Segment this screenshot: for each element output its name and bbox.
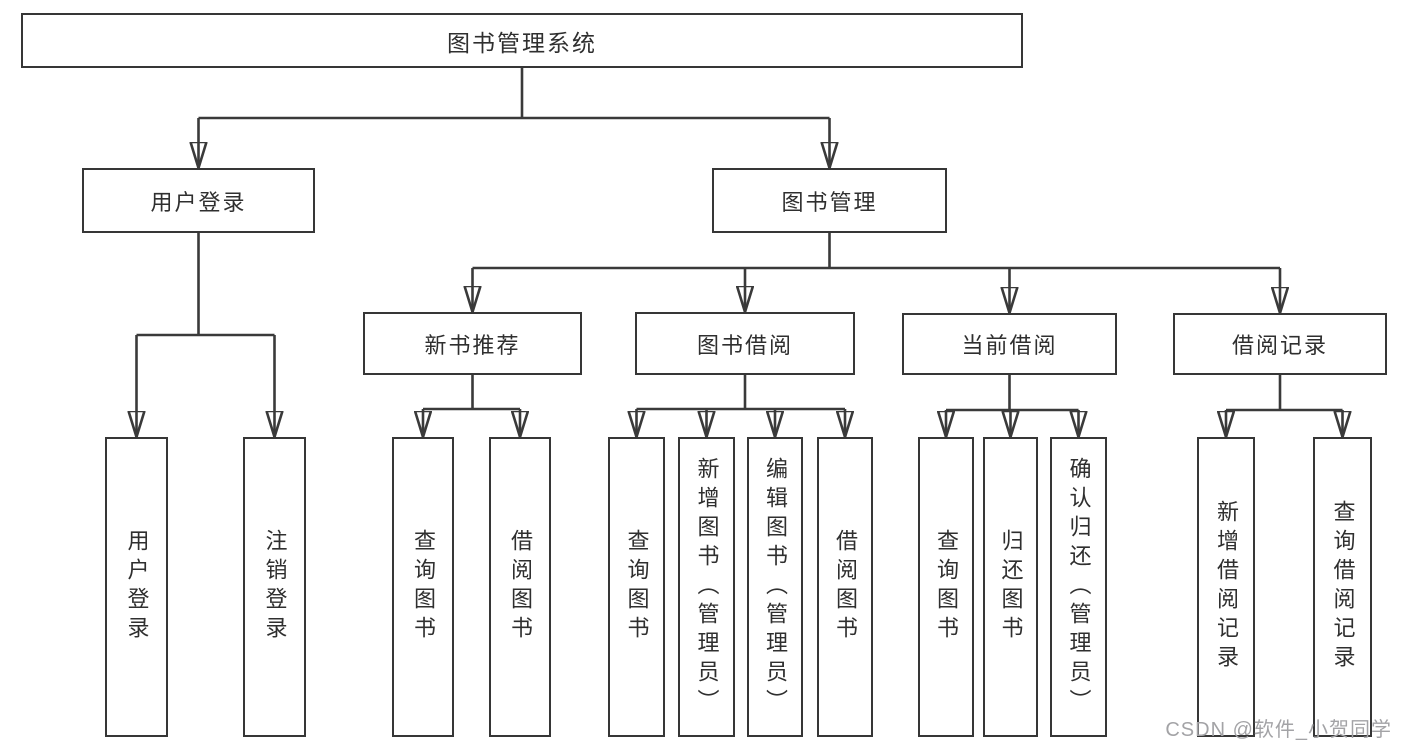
node-label: 借阅图书 xyxy=(833,529,858,645)
node-label: 用户登录 xyxy=(124,529,150,645)
node-label: 注销登录 xyxy=(262,529,288,645)
edge-book-borrow-trunk xyxy=(636,375,845,411)
edge-root-trunk xyxy=(198,68,830,120)
leaf-bb-add-books-admin: 新增图书（管理员） xyxy=(678,437,735,737)
leaf-bb-borrow-books: 借阅图书 xyxy=(817,437,873,737)
leaf-cb-return-books: 归还图书 xyxy=(983,437,1038,737)
node-label: 确认归还（管理员） xyxy=(1066,456,1092,718)
edge-new-books-trunk xyxy=(423,375,520,411)
node-label: 查询图书 xyxy=(411,529,436,645)
leaf-br-query-record: 查询借阅记录 xyxy=(1313,437,1372,737)
node-label: 借阅记录 xyxy=(1231,333,1328,358)
node-current-borrow: 当前借阅 xyxy=(902,313,1117,375)
leaf-logout: 注销登录 xyxy=(243,437,306,737)
node-label: 用户登录 xyxy=(150,189,247,215)
node-label: 归还图书 xyxy=(998,529,1024,645)
edge-book-mgmt-trunk xyxy=(472,233,1280,270)
leaf-br-add-record: 新增借阅记录 xyxy=(1197,437,1255,737)
node-label: 图书管理 xyxy=(781,189,878,215)
node-borrow-records: 借阅记录 xyxy=(1173,313,1387,375)
edge-user-login-trunk xyxy=(136,233,275,337)
node-user-login: 用户登录 xyxy=(82,168,315,233)
node-label: 图书管理系统 xyxy=(447,29,597,56)
node-label: 新增借阅记录 xyxy=(1214,500,1239,674)
leaf-cb-query-books: 查询图书 xyxy=(918,437,974,737)
node-root-system: 图书管理系统 xyxy=(21,13,1023,68)
node-label: 新增图书（管理员） xyxy=(694,456,720,718)
node-label: 借阅图书 xyxy=(508,529,533,645)
node-new-books: 新书推荐 xyxy=(363,312,582,375)
leaf-bb-query-books: 查询图书 xyxy=(608,437,665,737)
node-label: 查询图书 xyxy=(624,529,650,645)
leaf-bb-edit-books-admin: 编辑图书（管理员） xyxy=(747,437,803,737)
node-label: 当前借阅 xyxy=(961,333,1058,358)
node-label: 查询借阅记录 xyxy=(1330,500,1356,674)
leaf-cb-confirm-return-admin: 确认归还（管理员） xyxy=(1050,437,1107,737)
node-label: 新书推荐 xyxy=(424,332,521,358)
leaf-nb-query-books: 查询图书 xyxy=(392,437,454,737)
node-book-mgmt: 图书管理 xyxy=(712,168,947,233)
node-label: 图书借阅 xyxy=(696,332,793,358)
edge-borrow-records-trunk xyxy=(1226,375,1343,412)
node-label: 查询图书 xyxy=(934,529,959,645)
leaf-nb-borrow-books: 借阅图书 xyxy=(489,437,551,737)
csdn-watermark: CSDN @软件_小贺同学 xyxy=(1165,719,1392,741)
edge-current-borrow-trunk xyxy=(946,375,1079,412)
node-label: 编辑图书（管理员） xyxy=(763,456,788,718)
node-book-borrow: 图书借阅 xyxy=(635,312,855,375)
leaf-user-login: 用户登录 xyxy=(105,437,168,737)
